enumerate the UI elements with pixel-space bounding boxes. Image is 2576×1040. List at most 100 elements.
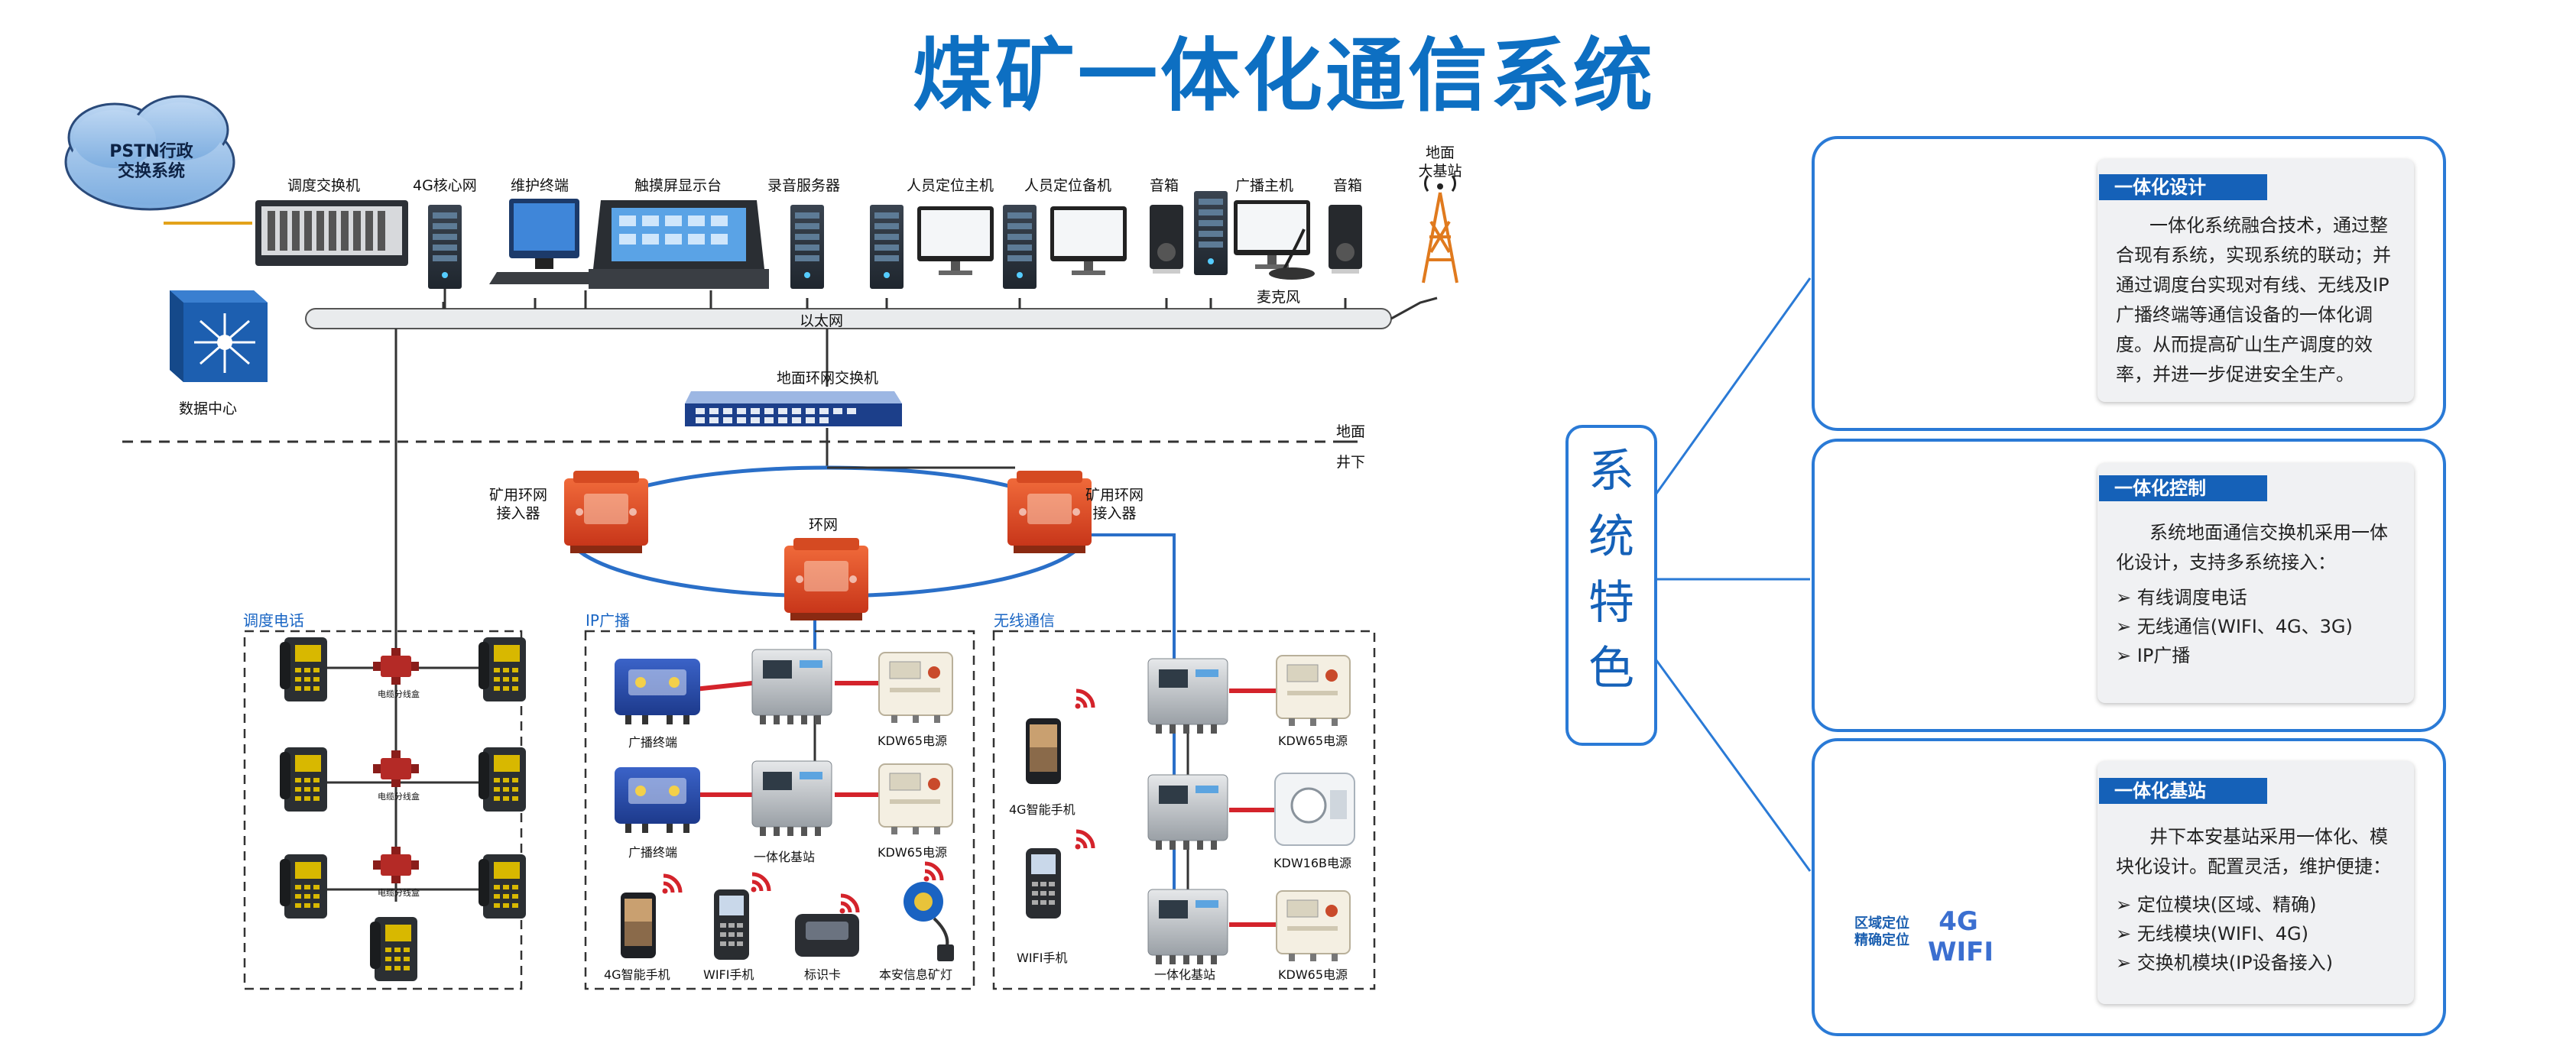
integrated-station-icon bbox=[1147, 889, 1228, 965]
touch-console-label: 触摸屏显示台 bbox=[634, 177, 722, 194]
power-supply-icon bbox=[1276, 655, 1351, 727]
design-desc-line: 一体化系统融合技术，通过整 bbox=[2149, 215, 2388, 236]
power-supply-label: KDW65电源 bbox=[1278, 734, 1348, 748]
ethernet-bus bbox=[305, 308, 1392, 329]
design-desc-line: 广播终端等通信设备的一体化调 bbox=[2116, 304, 2373, 326]
pstn-label: PSTN行政 交换系统 bbox=[109, 142, 193, 181]
power-supply-icon bbox=[1276, 890, 1351, 962]
design-desc-line: 合现有系统，实现系统的联动；并 bbox=[2116, 245, 2391, 266]
control-bullet: ➢ 无线通信(WIFI、4G、3G) bbox=[2116, 616, 2353, 637]
mine-lamp-icon bbox=[904, 882, 954, 961]
speaker-right-label: 音箱 bbox=[1333, 177, 1363, 194]
power-supply-16b-label: KDW16B电源 bbox=[1273, 856, 1351, 870]
phone-icon bbox=[370, 917, 417, 981]
phone-section-title: 调度电话 bbox=[243, 611, 304, 630]
control-bullet: ➢ IP广播 bbox=[2116, 645, 2191, 666]
dispatch-switch-label: 调度交换机 bbox=[287, 177, 361, 194]
feature-connectors bbox=[1653, 277, 1812, 872]
wireless-signal-icon bbox=[924, 863, 942, 882]
broadcast-terminal-label: 广播终端 bbox=[628, 735, 678, 750]
integrated-station-label: 一体化基站 bbox=[754, 850, 816, 864]
base-station-label: 地面 大基站 bbox=[1418, 144, 1462, 180]
wifi-phone-label: WIFI手机 bbox=[1017, 951, 1068, 965]
splitter-label: 电缆分线盒 bbox=[378, 792, 420, 802]
phone-icon bbox=[479, 747, 526, 812]
base-bullet: ➢ 定位模块(区域、精确) bbox=[2116, 894, 2317, 915]
touch-console-icon bbox=[589, 200, 769, 289]
ring-access-left-icon bbox=[564, 471, 648, 553]
control-tag: 一体化控制 bbox=[2099, 475, 2267, 501]
data-center-label: 数据中心 bbox=[179, 400, 238, 417]
splitter-icon bbox=[373, 847, 419, 883]
broadcast-terminal-icon bbox=[615, 767, 700, 833]
phone-icon bbox=[280, 854, 327, 919]
ethernet-label: 以太网 bbox=[800, 313, 844, 329]
venn-label-wired: 有线调度 bbox=[1948, 212, 2016, 232]
broadcast-host-label: 广播主机 bbox=[1235, 177, 1294, 194]
wireless-signal-icon bbox=[840, 896, 858, 914]
wireless-signal-icon bbox=[1075, 831, 1094, 850]
power-supply-icon bbox=[878, 763, 953, 835]
wifi-phone-icon bbox=[714, 889, 749, 960]
location-backup-cabinet-icon bbox=[1003, 205, 1037, 289]
design-tag: 一体化设计 bbox=[2099, 174, 2267, 200]
broadcast-monitor-icon bbox=[1234, 200, 1310, 269]
power-supply-icon bbox=[878, 652, 953, 724]
speaker-left-label: 音箱 bbox=[1150, 177, 1179, 194]
phone-section-frame bbox=[243, 630, 523, 990]
integrated-station-icon bbox=[751, 649, 832, 725]
splitter-icon bbox=[373, 648, 419, 685]
ring-access-right-icon bbox=[1007, 471, 1092, 553]
smartphone-label: 4G智能手机 bbox=[604, 967, 670, 982]
ring-switch-icon bbox=[685, 391, 902, 426]
broadcast-terminal-label: 广播终端 bbox=[628, 845, 678, 860]
mine-lamp-label: 本安信息矿灯 bbox=[879, 967, 953, 982]
microphone-icon bbox=[1269, 228, 1315, 280]
feature-title-box: 系 统 特 色 bbox=[1565, 425, 1657, 746]
design-desc-line: 率，并进一步促进安全生产。 bbox=[2116, 364, 2354, 385]
ground-label: 地面 bbox=[1336, 423, 1366, 440]
phone-icon bbox=[479, 637, 526, 701]
4g-wifi-circle-label: 4G WIFI bbox=[1928, 906, 1994, 967]
maintenance-terminal-label: 维护终端 bbox=[511, 177, 569, 194]
base-bullet: ➢ 无线模块(WIFI、4G) bbox=[2116, 923, 2309, 944]
speaker-left-icon bbox=[1150, 205, 1183, 274]
broadcast-terminal-icon bbox=[615, 659, 700, 724]
control-desc-line: 化设计，支持多系统接入： bbox=[2116, 552, 2336, 573]
feature-title-char: 色 bbox=[1588, 642, 1634, 695]
power-supply-label: KDW65电源 bbox=[878, 734, 947, 748]
integrated-station-label: 一体化基站 bbox=[1154, 967, 1216, 982]
dispatch-switch-icon bbox=[255, 200, 408, 266]
broadcast-section-title: IP广播 bbox=[586, 611, 630, 630]
wireless-signal-icon bbox=[663, 876, 681, 894]
microphone-label: 麦克风 bbox=[1257, 289, 1301, 306]
location-main-monitor-icon bbox=[917, 206, 994, 275]
phone-icon bbox=[280, 747, 327, 812]
location-main-label: 人员定位主机 bbox=[907, 177, 994, 194]
power-supply-16b-icon bbox=[1274, 773, 1355, 846]
ring-switch-label: 地面环网交换机 bbox=[777, 370, 879, 387]
splitter-label: 电缆分线盒 bbox=[378, 689, 420, 699]
4g-core-label: 4G核心网 bbox=[413, 177, 477, 194]
wifi-phone-icon bbox=[1026, 848, 1061, 919]
wireless-signal-icon bbox=[751, 874, 770, 893]
id-card-label: 标识卡 bbox=[804, 967, 842, 982]
id-card-icon bbox=[795, 914, 859, 957]
broadcast-section-frame bbox=[584, 630, 975, 990]
pstn-cloud-icon bbox=[64, 95, 235, 211]
feature-title-char: 特 bbox=[1588, 576, 1634, 630]
control-bullet: ➢ 有线调度电话 bbox=[2116, 587, 2247, 608]
venn-label-broadcast: IP广播 bbox=[1934, 345, 1983, 364]
speaker-right-icon bbox=[1329, 205, 1362, 274]
base-tag: 一体化基站 bbox=[2099, 778, 2267, 804]
venn-label-wireless: 无线通信 bbox=[1984, 292, 2052, 311]
power-supply-label: KDW65电源 bbox=[1278, 967, 1348, 982]
ring-access-center-icon bbox=[784, 538, 868, 620]
control-text-box bbox=[2097, 463, 2414, 703]
design-desc-line: 通过调度台实现对有线、无线及IP bbox=[2116, 274, 2389, 296]
location-main-cabinet-icon bbox=[870, 205, 904, 289]
integrated-station-icon bbox=[751, 760, 832, 837]
smartphone-icon bbox=[621, 893, 656, 958]
phone-icon bbox=[479, 854, 526, 919]
base-desc-line: 井下本安基站采用一体化、模 bbox=[2149, 826, 2388, 847]
